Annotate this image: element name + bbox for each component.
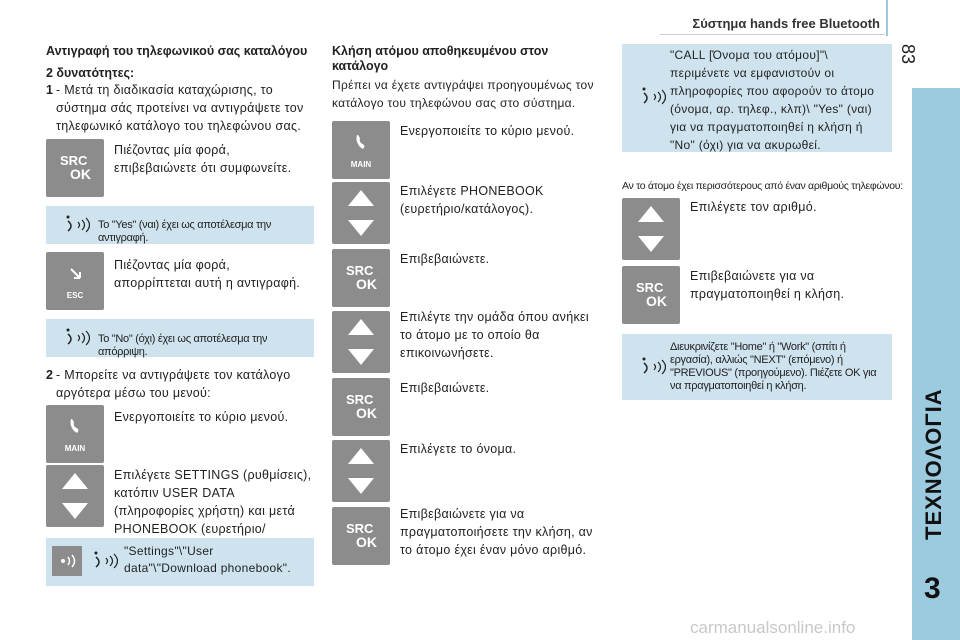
voice-command-text: "Settings"\"User data"\"Download phonebo…: [124, 544, 291, 575]
voice-icon: [94, 551, 118, 569]
option1-number: 1: [46, 83, 54, 97]
multi-number-heading: Αν το άτομο έχει περισσότερους από έναν …: [622, 180, 903, 192]
page-number: 83: [898, 44, 918, 65]
multi-number-note: Διευκρινίζετε "Home" ή "Work" (σπίτι ή ε…: [622, 334, 892, 400]
voice-call-box: "CALL [Όνομα του ατόμου]"\ περιμένετε να…: [622, 44, 892, 152]
ok-label: OK: [356, 405, 377, 421]
src-label: SRC: [636, 280, 664, 295]
arrows-button-4: [332, 440, 390, 502]
step-ok-text: Πιέζοντας μία φορά, επιβεβαιώνετε ότι συ…: [114, 143, 292, 175]
ok-label: OK: [70, 166, 91, 182]
option1-text: - Μετά τη διαδικασία καταχώρισης, το σύσ…: [56, 83, 304, 133]
step-esc-text: Πιέζοντας μία φορά, απορρίπτεται αυτή η …: [114, 258, 301, 290]
voice-button: [52, 546, 82, 576]
arrows-button-3: [332, 311, 390, 373]
multi-number-note-text: Διευκρινίζετε "Home" ή "Work" (σπίτι ή ε…: [670, 341, 877, 392]
up-down-arrows-icon: [62, 473, 88, 519]
src-label: SRC: [346, 521, 374, 536]
voice-icon: [66, 328, 90, 346]
col2-step5: Επιβεβαιώνετε.: [400, 381, 490, 395]
chapter-number: 3: [924, 572, 941, 605]
option2-number: 2: [46, 368, 54, 382]
src-ok-button-4: SRC OK: [332, 507, 390, 565]
col2-step3: Επιβεβαιώνετε.: [400, 252, 490, 266]
phone-handset-icon: [70, 419, 79, 433]
voice-waves-icon: [61, 554, 76, 568]
src-label: SRC: [346, 263, 374, 278]
ok-label: OK: [356, 276, 377, 292]
ok-label: OK: [356, 534, 377, 550]
option2-text: - Μπορείτε να αντιγράψετε τον κατάλογο α…: [56, 368, 291, 400]
main-label: MAIN: [350, 160, 372, 169]
options-title: 2 δυνατότητες:: [46, 66, 135, 80]
watermark: carmanualsonline.info: [690, 618, 856, 637]
esc-label: ESC: [66, 291, 84, 300]
arrows-button-2: [332, 182, 390, 244]
up-down-arrows-icon: [348, 190, 374, 236]
step-main-text: Ενεργοποιείτε το κύριο μενού.: [114, 410, 289, 424]
col2-step7: Επιβεβαιώνετε για να πραγματοποιήσετε τη…: [400, 507, 593, 557]
voice-icon: [642, 357, 666, 375]
voice-icon: [66, 215, 90, 233]
arrows-button-5: [622, 198, 680, 260]
col2-step1: Ενεργοποιείτε το κύριο μενού.: [400, 124, 575, 138]
src-label: SRC: [346, 392, 374, 407]
up-down-arrows-icon: [348, 448, 374, 494]
voice-command-box: "Settings"\"User data"\"Download phonebo…: [46, 538, 314, 586]
col2-step2: Επιλέγετε PHONEBOOK (ευρετήριο/κατάλογος…: [400, 184, 544, 216]
up-down-arrows-icon: [638, 206, 664, 252]
col2-step4: Επιλέγτε την ομάδα όπου ανήκει το άτομο …: [400, 310, 589, 360]
chapter-sidebar: [912, 88, 960, 640]
esc-button: ESC: [46, 252, 104, 310]
col3-step-confirm: Επιβεβαιώνετε για να πραγματοποιηθεί η κ…: [690, 269, 845, 301]
voice-icon: [642, 87, 666, 105]
chapter-title: ΤΕΧΝΟΛΟΓΙΑ: [921, 388, 946, 540]
col1-heading: Αντιγραφή του τηλεφωνικού σας καταλόγου: [46, 44, 308, 58]
note-yes-box: Το "Yes" (ναι) έχει ως αποτέλεσμα την αν…: [46, 206, 314, 244]
src-ok-button-3: SRC OK: [332, 378, 390, 436]
src-ok-button: SRC OK: [46, 139, 104, 197]
col2-intro: Πρέπει να έχετε αντιγράψει προηγουμένως …: [332, 78, 594, 110]
main-button: MAIN: [46, 405, 104, 463]
back-arrow-icon: [70, 268, 81, 279]
main-button-2: MAIN: [332, 121, 390, 179]
note-yes-text: Το "Yes" (ναι) έχει ως αποτέλεσμα την αν…: [98, 219, 272, 244]
src-ok-button-2: SRC OK: [332, 249, 390, 307]
col2-step6: Επιλέγετε το όνομα.: [400, 442, 517, 456]
header-divider: [660, 34, 885, 35]
col3-step-select: Επιλέγετε τον αριθμό.: [690, 200, 817, 214]
note-no-text: Το "No" (όχι) έχει ως αποτέλεσμα την από…: [98, 333, 268, 358]
header-accent-line: [886, 0, 888, 36]
header-title: Σύστημα hands free Bluetooth: [692, 16, 880, 31]
up-down-arrows-icon: [348, 319, 374, 365]
voice-call-text: "CALL [Όνομα του ατόμου]"\ περιμένετε να…: [670, 48, 875, 152]
note-no-box: Το "No" (όχι) έχει ως αποτέλεσμα την από…: [46, 319, 314, 358]
src-ok-button-5: SRC OK: [622, 266, 680, 324]
arrows-button: [46, 465, 104, 527]
col2-heading: Κλήση ατόμου αποθηκευμένου στον κατάλογο: [332, 44, 549, 73]
main-label: MAIN: [64, 444, 86, 453]
src-label: SRC: [60, 153, 88, 168]
phone-handset-icon: [356, 135, 365, 149]
ok-label: OK: [646, 293, 667, 309]
